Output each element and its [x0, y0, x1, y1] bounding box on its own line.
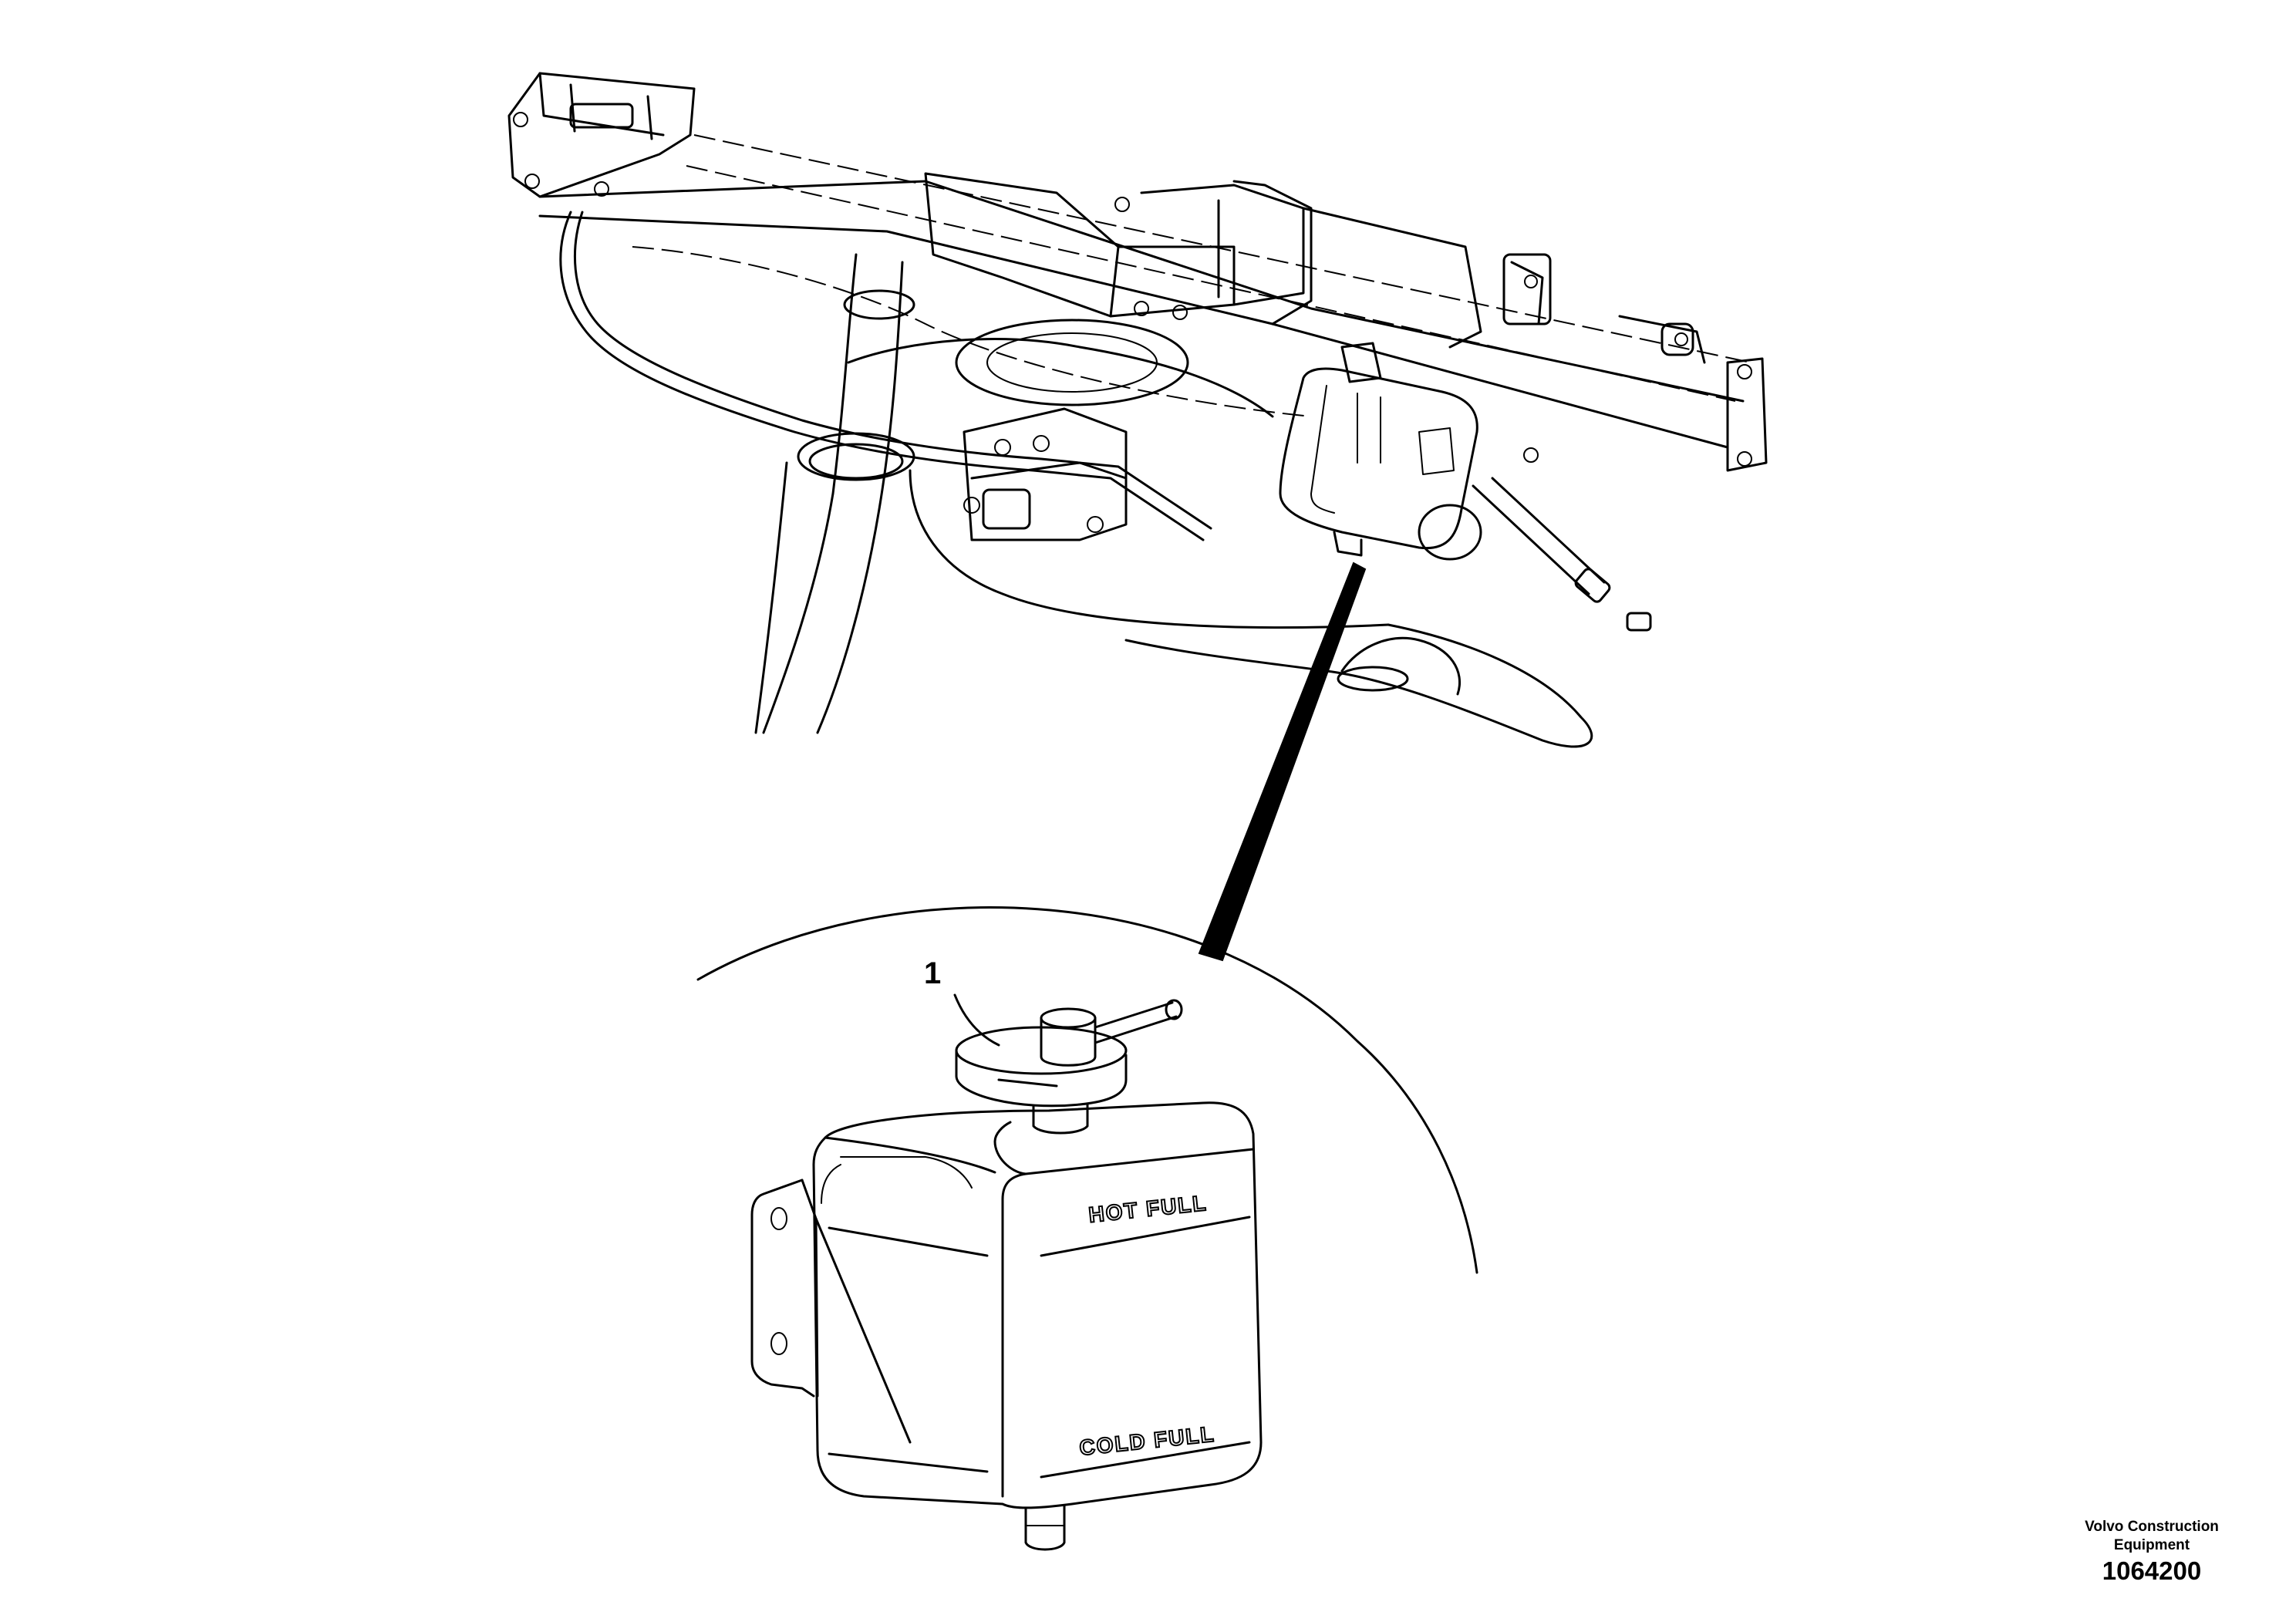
chassis-frame-assembly — [507, 72, 1768, 748]
drawing-number: 1064200 — [2102, 1556, 2202, 1585]
callout-leader-1 — [953, 993, 1000, 1047]
expansion-tank-detail — [750, 993, 1263, 1551]
company-name: Volvo Construction Equipment — [2044, 1518, 2260, 1555]
detail-circle-arc — [696, 906, 1478, 1274]
company-line-1: Volvo Construction — [2085, 1519, 2219, 1535]
company-line-2: Equipment — [2113, 1537, 2190, 1553]
detail-leader — [1198, 561, 1367, 962]
tank-installed-on-frame — [1279, 342, 1482, 561]
callout-number: 1 — [924, 956, 942, 990]
